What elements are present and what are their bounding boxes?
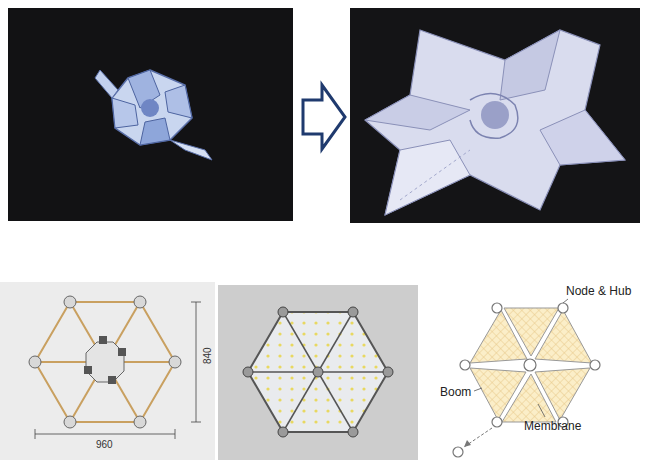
deployed-photo bbox=[350, 8, 640, 223]
part-label: Node & Hub bbox=[566, 285, 631, 298]
dimension-label: 960 bbox=[96, 439, 113, 450]
hexagon-drawing bbox=[0, 282, 215, 460]
membrane-photo bbox=[218, 285, 418, 460]
folded-photo bbox=[8, 8, 293, 221]
transition-arrow bbox=[303, 85, 345, 149]
part-label: Membrane bbox=[524, 420, 581, 433]
hexagon-schematic bbox=[453, 299, 600, 457]
dimension-label: 840 bbox=[202, 348, 213, 365]
part-label: Boom bbox=[440, 386, 471, 399]
